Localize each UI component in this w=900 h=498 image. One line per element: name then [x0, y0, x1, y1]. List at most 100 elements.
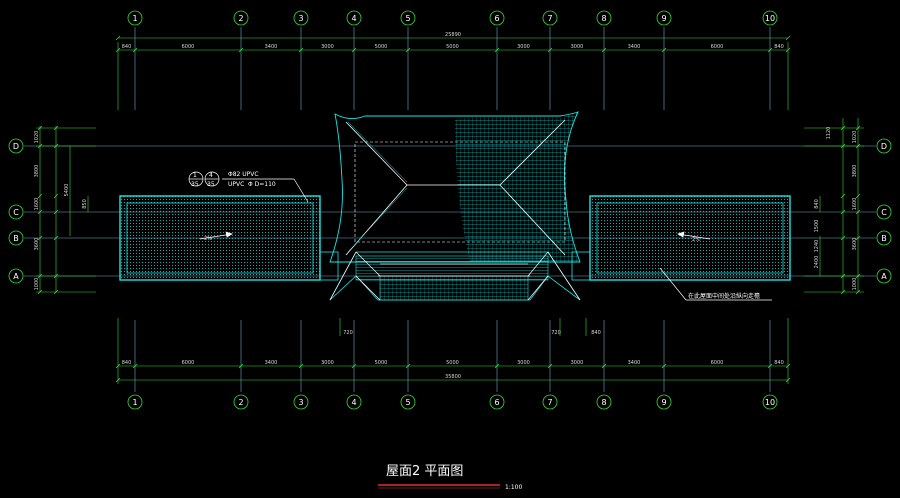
axis-bubble-B-left: B	[8, 230, 24, 246]
svg-text:6: 6	[494, 14, 499, 23]
dim-right-inner-4: 2400	[814, 256, 820, 269]
axis-bubble-6-top: 6	[489, 10, 505, 26]
dim-bottom-4: 5000	[375, 360, 388, 366]
right-leader	[659, 267, 772, 301]
slope-arrows	[199, 231, 711, 240]
axis-bubble-7-top: 7	[542, 10, 558, 26]
dim-left-outer-3: 3600	[34, 238, 40, 251]
dim-top-9: 6000	[711, 44, 724, 50]
drain-callout	[188, 171, 309, 203]
drain-text: UPVC	[228, 181, 244, 188]
svg-text:5: 5	[405, 398, 410, 407]
dim-bottom-8: 3400	[628, 360, 641, 366]
svg-text:B: B	[881, 234, 887, 243]
right-note: 在此屋面中间处沿纵向走檐	[688, 292, 760, 300]
svg-text:4: 4	[351, 14, 356, 23]
dim-right-outer-1: 3800	[852, 165, 858, 178]
dim-left-outer-4: 1000	[34, 278, 40, 291]
drain-extra: Φ D=110	[248, 181, 276, 188]
dim-top-8: 3400	[628, 44, 641, 50]
drawing-scale: 1:100	[505, 484, 522, 491]
svg-text:1: 1	[132, 398, 137, 407]
dim-bottom-10: 840	[774, 360, 784, 366]
drain-spec: Φ82 UPVC	[228, 171, 259, 178]
bubble-a: 1	[193, 172, 197, 179]
axis-bubble-C-right: C	[876, 204, 892, 220]
dim-left-outer-0: 1020	[34, 131, 40, 144]
svg-text:D: D	[13, 142, 19, 151]
dim-top-3: 3000	[321, 44, 334, 50]
svg-text:D: D	[881, 142, 887, 151]
dim-right-outer-4: 1000	[852, 278, 858, 291]
dim-bottom-0: 840	[122, 360, 132, 366]
svg-text:A: A	[881, 272, 887, 281]
svg-text:1: 1	[132, 14, 137, 23]
svg-text:B: B	[13, 234, 19, 243]
svg-text:5: 5	[405, 14, 410, 23]
axis-bubble-4-top: 4	[346, 10, 362, 26]
dim-top-total: 25890	[445, 32, 461, 38]
axis-bubble-C-left: C	[8, 204, 24, 220]
axis-bubble-6-bottom: 6	[489, 394, 505, 410]
bubble-c: 35	[191, 181, 199, 188]
dim-bottom-6: 3000	[517, 360, 530, 366]
roof-outlines	[119, 195, 791, 281]
dim-left-outer-1: 3800	[34, 165, 40, 178]
svg-text:A: A	[13, 272, 19, 281]
gate-roof	[329, 251, 581, 301]
svg-text:2: 2	[238, 398, 243, 407]
axis-bubble-5-top: 5	[400, 10, 416, 26]
axis-bubble-9-bottom: 9	[656, 394, 672, 410]
dim-misc-2: 840	[591, 330, 601, 336]
dim-right-outer-0: 1020	[852, 131, 858, 144]
dim-right-inner-2: 1500	[814, 220, 820, 233]
axis-bubble-7-bottom: 7	[542, 394, 558, 410]
dim-bottom-2: 3400	[265, 360, 278, 366]
svg-text:3: 3	[298, 398, 303, 407]
central-pavilion-roof	[329, 111, 581, 263]
dim-right-outer-2: 1600	[852, 198, 858, 211]
dim-top-10: 840	[774, 44, 784, 50]
svg-text:C: C	[881, 208, 887, 217]
axis-bubble-3-top: 3	[293, 10, 309, 26]
dim-left-inner-1: 850	[82, 199, 88, 209]
axis-bubble-2-bottom: 2	[233, 394, 249, 410]
dimension-texts: 840 6000 3400 3000 5000 5000 3000 3000 3400 6000 8…	[34, 32, 858, 380]
axis-bubble-8-top: 8	[596, 10, 612, 26]
dim-bottom-1: 6000	[182, 360, 195, 366]
drawing-title: 屋面2 平面图	[386, 464, 463, 479]
dim-bottom-5: 5000	[446, 360, 459, 366]
slope-label-left: 2%	[204, 236, 212, 242]
dim-bottom-total: 35800	[445, 374, 461, 380]
dim-left-outer-2: 1600	[34, 198, 40, 211]
axis-bubble-1-top: 1	[127, 10, 143, 26]
dim-right-inner-3: 1240	[814, 240, 820, 253]
dim-left-inner-0: 5400	[64, 184, 70, 197]
svg-text:10: 10	[765, 14, 775, 23]
svg-text:3: 3	[298, 14, 303, 23]
axis-bubble-10-top: 10	[762, 10, 778, 26]
svg-text:C: C	[13, 208, 19, 217]
dim-top-1: 6000	[182, 44, 195, 50]
dim-misc-1: 720	[551, 330, 561, 336]
dim-bottom-9: 6000	[711, 360, 724, 366]
dimension-lines	[36, 37, 864, 384]
axis-bubble-4-bottom: 4	[346, 394, 362, 410]
dim-top-0: 840	[122, 44, 132, 50]
axis-bubble-D-right: D	[876, 138, 892, 154]
bubble-b: 4	[209, 172, 213, 179]
dim-top-4: 5000	[375, 44, 388, 50]
dim-bottom-3: 3000	[321, 360, 334, 366]
dim-right-outer-3: 3600	[852, 238, 858, 251]
svg-text:7: 7	[547, 398, 552, 407]
dim-misc-0: 720	[343, 330, 353, 336]
dimension-ticks	[37, 35, 861, 383]
axis-bubble-10-bottom: 10	[762, 394, 778, 410]
axis-bubble-5-bottom: 5	[400, 394, 416, 410]
svg-text:9: 9	[661, 14, 666, 23]
dim-top-5: 5000	[446, 44, 459, 50]
dim-right-inner-0: 1120	[826, 127, 832, 140]
